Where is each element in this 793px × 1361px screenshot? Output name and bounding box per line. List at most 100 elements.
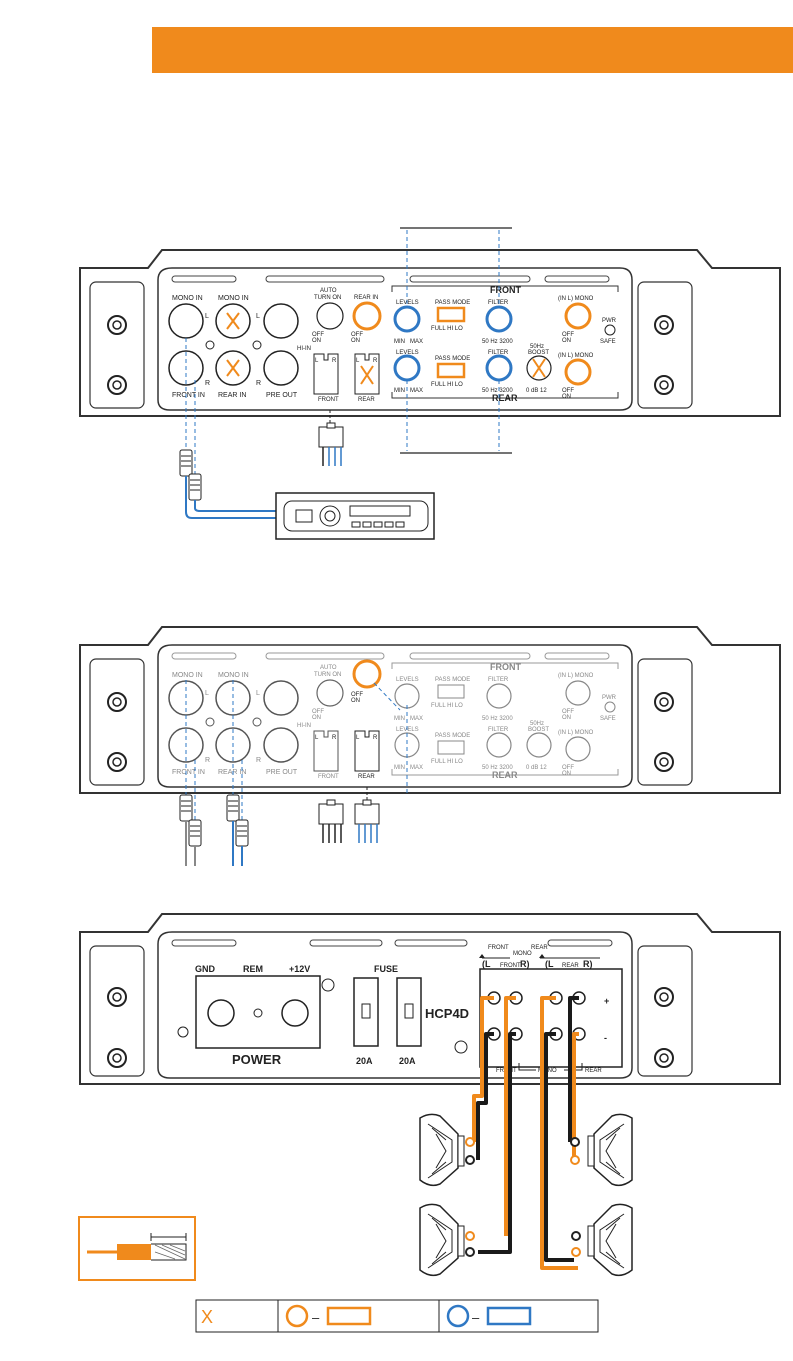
label-pass-opts: FULL HI LO <box>431 326 463 332</box>
label-hi-in: HI-IN <box>297 723 311 729</box>
label-rear: REAR <box>358 774 375 780</box>
label-off: OFF <box>562 388 574 394</box>
label-pass-opts: FULL HI LO <box>431 759 463 765</box>
label-l-rear: (L <box>545 959 554 969</box>
label-pre-out: PRE OUT <box>266 769 298 776</box>
label-levels: LEVELS <box>396 350 419 356</box>
label-on: ON <box>351 338 360 344</box>
front-pass-mode-switch[interactable] <box>436 306 466 323</box>
label-safe: SAFE <box>600 339 616 345</box>
label-min: MIN <box>394 388 405 394</box>
label-l: L <box>356 735 360 741</box>
label-l: L <box>205 313 209 320</box>
hi-in-rear-connector <box>354 730 380 772</box>
gnd-terminal[interactable] <box>207 999 235 1027</box>
rca-jack-pre-r[interactable] <box>263 727 299 763</box>
front-filter-knob[interactable] <box>485 305 513 333</box>
rear-mono-switch[interactable] <box>564 358 592 386</box>
label-r: R <box>332 735 337 741</box>
speaker-icon <box>570 1113 633 1187</box>
label-off: OFF <box>562 332 574 338</box>
label-rear-in: REAR IN <box>218 392 246 399</box>
rca-jack-pre-r[interactable] <box>263 350 299 386</box>
speaker-icon <box>419 1113 475 1187</box>
front-levels-knob[interactable] <box>394 683 420 709</box>
mount-screw-icon <box>654 752 674 772</box>
rca-jack-mono-l[interactable] <box>168 303 204 339</box>
label-filter: FILTER <box>488 677 509 683</box>
mount-screw-icon <box>107 752 127 772</box>
rem-terminal[interactable] <box>253 1008 263 1018</box>
label-12v: +12V <box>289 964 310 974</box>
label-rear-in: REAR IN <box>354 295 378 301</box>
mount-screw-icon <box>107 375 127 395</box>
label-turn-on: TURN ON <box>314 295 341 301</box>
rear-pass-mode-switch[interactable] <box>436 362 466 379</box>
rca-plug-icon <box>188 473 202 501</box>
label-rear-section: REAR <box>492 393 518 403</box>
label-mono-in: MONO IN <box>172 295 203 302</box>
boost-knob[interactable] <box>526 732 552 758</box>
label-mono-top: MONO <box>513 951 532 957</box>
auto-turn-on-switch[interactable] <box>316 302 344 330</box>
front-filter-knob[interactable] <box>486 683 512 709</box>
panel-3: GND REM +12V POWER FUSE 20A 20A HCP4D FR… <box>79 913 781 1277</box>
label-filter-range: 50 Hz 3200 <box>482 716 513 722</box>
rear-levels-knob[interactable] <box>393 354 421 382</box>
label-mono-in: MONO IN <box>172 672 203 679</box>
label-r: R <box>373 735 378 741</box>
rca-jack-pre-l[interactable] <box>263 680 299 716</box>
label-pass-mode: PASS MODE <box>435 677 470 683</box>
pwr-led <box>604 324 616 336</box>
label-pass-mode: PASS MODE <box>435 300 470 306</box>
label-fuse-2: 20A <box>399 1056 416 1066</box>
label-l: L <box>205 690 209 697</box>
front-mono-switch[interactable] <box>565 680 591 706</box>
label-l: L <box>256 313 260 320</box>
mount-screw-icon <box>654 315 674 335</box>
label-rear-top: REAR <box>531 945 548 951</box>
label-l: L <box>315 358 319 364</box>
label-on: ON <box>312 715 321 721</box>
pwr-led <box>604 701 616 713</box>
label-off: OFF <box>351 692 363 698</box>
label-on: ON <box>562 394 571 400</box>
rear-filter-knob[interactable] <box>485 354 513 382</box>
orange-circle-icon <box>285 1304 309 1328</box>
front-pass-mode-switch[interactable] <box>437 684 465 699</box>
rear-in-switch[interactable] <box>352 301 382 331</box>
rear-in-switch[interactable] <box>352 659 382 689</box>
label-filter-range: 50 Hz 3200 <box>482 339 513 345</box>
label-mono: (IN L) MONO <box>558 730 594 736</box>
fuse-2[interactable] <box>396 977 422 1047</box>
speaker-icon <box>571 1203 633 1277</box>
speaker-terminal-block <box>479 968 623 1068</box>
label-auto: AUTO <box>320 665 337 671</box>
12v-terminal[interactable] <box>281 999 309 1027</box>
label-on: ON <box>562 715 571 721</box>
auto-turn-on-switch[interactable] <box>316 679 344 707</box>
label-mono-in: MONO IN <box>218 295 249 302</box>
label-rear-mid: REAR <box>562 963 579 969</box>
label-off: OFF <box>351 332 363 338</box>
front-levels-knob[interactable] <box>393 305 421 333</box>
x-mark-icon <box>226 312 240 330</box>
rear-filter-knob[interactable] <box>486 732 512 758</box>
label-mono: (IN L) MONO <box>558 353 594 359</box>
rear-pass-mode-switch[interactable] <box>437 740 465 755</box>
label-filter-range: 50 Hz 3200 <box>482 765 513 771</box>
rear-mono-switch[interactable] <box>565 736 591 762</box>
label-off: OFF <box>562 709 574 715</box>
rca-plug-icon <box>179 794 193 822</box>
blue-circle-icon <box>446 1304 470 1328</box>
rca-jack-pre-l[interactable] <box>263 303 299 339</box>
front-mono-switch[interactable] <box>564 302 592 330</box>
label-pass-opts: FULL HI LO <box>431 703 463 709</box>
label-on: ON <box>351 698 360 704</box>
label-off: OFF <box>312 709 324 715</box>
speaker-icon <box>419 1203 475 1277</box>
label-max: MAX <box>410 716 423 722</box>
label-l: L <box>356 358 360 364</box>
label-boost-hz: 50Hz <box>530 721 544 727</box>
